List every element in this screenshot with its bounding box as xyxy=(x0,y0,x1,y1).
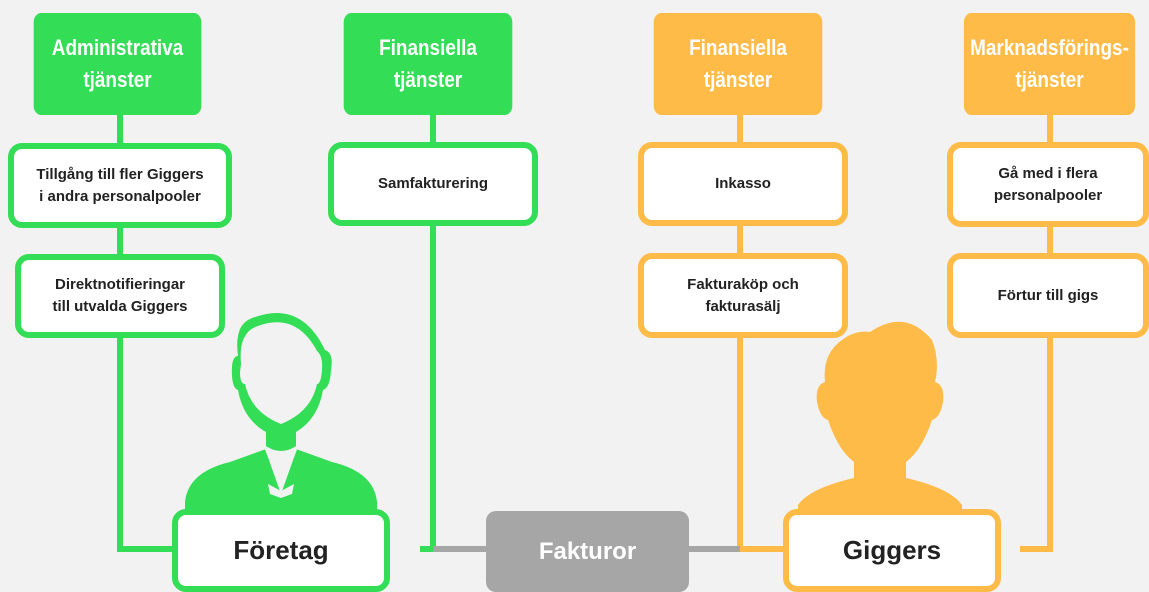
person-icon xyxy=(798,321,962,520)
service-access-more-giggers: Tillgång till fler Giggers i andra perso… xyxy=(8,143,232,228)
service-factoring-label: Fakturaköp och fakturasälj xyxy=(687,275,799,315)
service-direct-notifications: Direktnotifieringar till utvalda Giggers xyxy=(15,254,225,338)
service-join-pools: Gå med i flera personalpooler xyxy=(947,142,1149,227)
service-direct-notifications-label: Direktnotifieringar till utvalda Giggers xyxy=(52,276,188,315)
node-company-label: Företag xyxy=(233,535,329,565)
header-financial-services-giggers-label: Finansiella tjänster xyxy=(689,35,787,92)
node-invoices-label: Fakturor xyxy=(538,537,637,565)
node-company: Företag xyxy=(172,509,390,592)
service-collection-label: Inkasso xyxy=(715,175,771,192)
header-administrative-services: Administrativa tjänster xyxy=(33,13,202,115)
service-collection: Inkasso xyxy=(638,142,848,226)
service-join-pools-label: Gå med i flera personalpooler xyxy=(993,164,1103,204)
header-financial-services-company: Finansiella tjänster xyxy=(343,13,513,115)
header-financial-services-giggers: Finansiella tjänster xyxy=(653,13,823,115)
header-financial-services-company-label: Finansiella tjänster xyxy=(379,35,477,92)
business-person-icon xyxy=(185,312,377,520)
service-co-billing-label: Samfakturering xyxy=(377,175,489,192)
service-priority-gigs-label: Förtur till gigs xyxy=(997,286,1099,304)
node-giggers: Giggers xyxy=(783,509,1001,592)
service-access-more-giggers-label: Tillgång till fler Giggers i andra perso… xyxy=(36,165,204,205)
service-priority-gigs: Förtur till gigs xyxy=(947,253,1149,338)
header-marketing-services: Marknadsförings- tjänster xyxy=(963,13,1136,115)
node-invoices: Fakturor xyxy=(486,511,689,592)
service-factoring: Fakturaköp och fakturasälj xyxy=(638,253,848,338)
node-giggers-label: Giggers xyxy=(842,535,942,565)
service-co-billing: Samfakturering xyxy=(328,142,538,226)
header-administrative-services-label: Administrativa tjänster xyxy=(51,35,184,92)
header-marketing-services-label: Marknadsförings- tjänster xyxy=(970,35,1129,92)
